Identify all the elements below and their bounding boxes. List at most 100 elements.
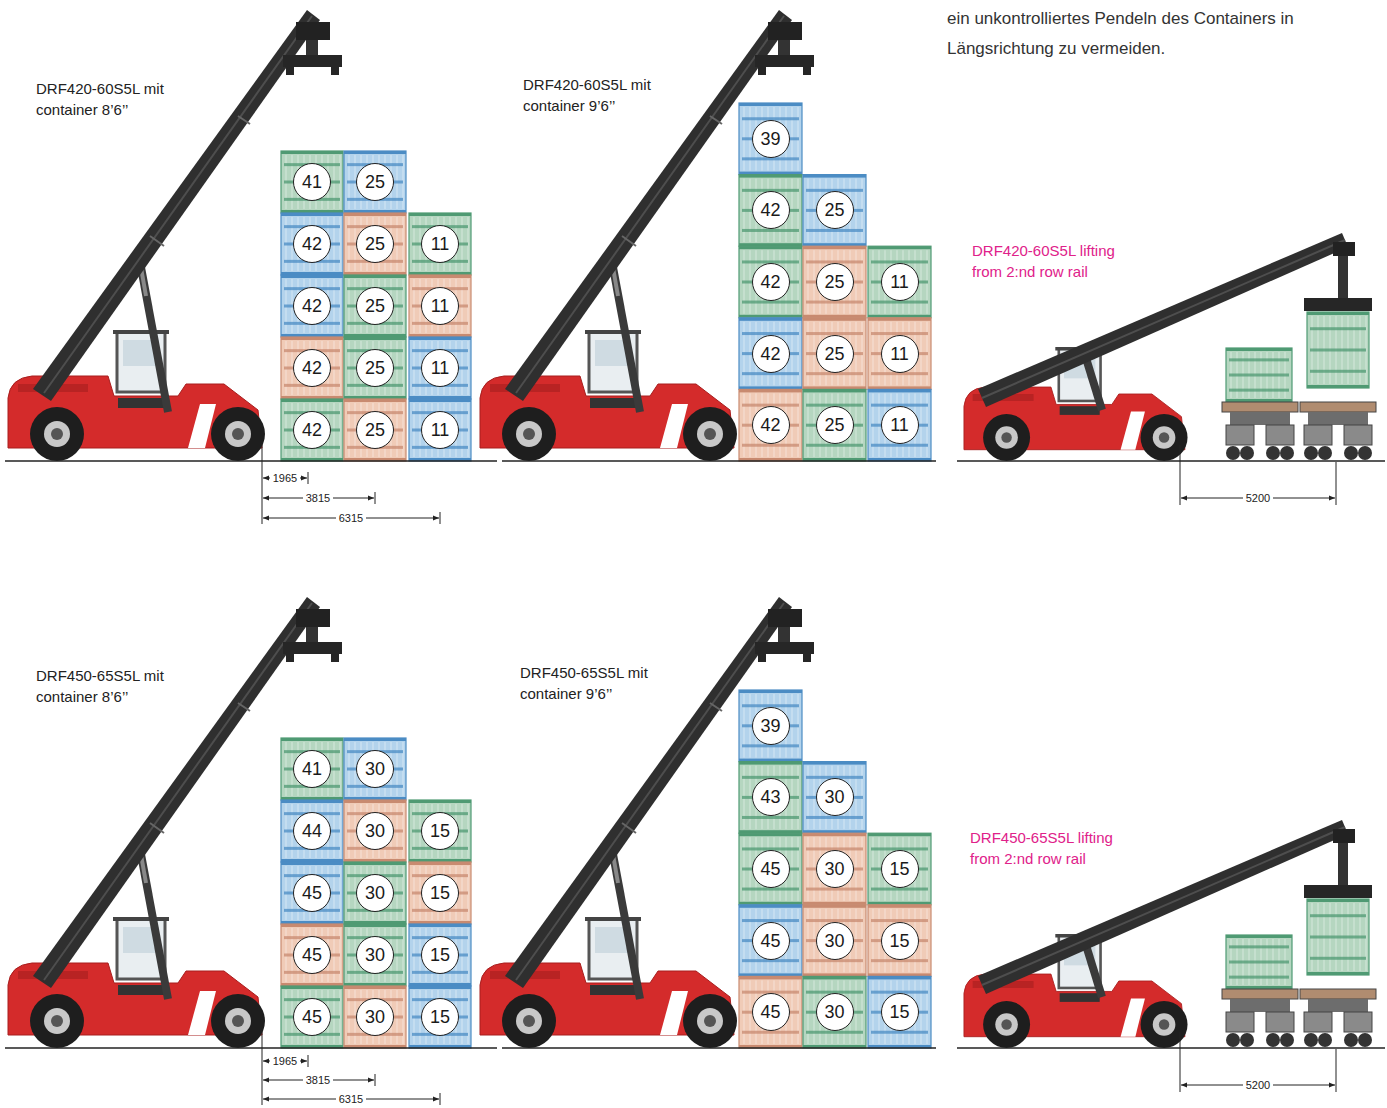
capacity-circle: 30 bbox=[356, 874, 394, 912]
container-rail bbox=[409, 399, 471, 402]
container-body bbox=[344, 986, 406, 1048]
capacity-value: 11 bbox=[431, 420, 450, 440]
capacity-value: 30 bbox=[824, 1002, 844, 1022]
container-body bbox=[803, 762, 866, 834]
shipping-container bbox=[409, 337, 471, 399]
dimension-value: 3815 bbox=[303, 492, 333, 505]
shipping-container bbox=[1226, 935, 1292, 989]
container-stripe bbox=[1310, 914, 1366, 917]
capacity-value: 41 bbox=[302, 759, 322, 779]
container-body bbox=[803, 175, 866, 247]
shipping-container bbox=[868, 833, 931, 905]
capacity-circle: 42 bbox=[293, 225, 331, 263]
container-rail bbox=[739, 389, 802, 392]
shipping-container bbox=[409, 275, 471, 337]
shipping-container bbox=[409, 800, 471, 862]
container-rail bbox=[739, 976, 802, 979]
shipping-container bbox=[739, 905, 802, 977]
capacity-circle: 11 bbox=[881, 406, 919, 444]
container-rail bbox=[281, 924, 343, 927]
shipping-container bbox=[281, 924, 343, 986]
capacity-value: 30 bbox=[365, 945, 385, 965]
container-stripe bbox=[871, 444, 928, 447]
capacity-value: 25 bbox=[824, 272, 844, 292]
ground-line bbox=[957, 1047, 1385, 1049]
container-rail bbox=[1307, 972, 1369, 975]
container-stripe bbox=[742, 157, 799, 160]
container-body bbox=[739, 175, 802, 247]
shipping-container bbox=[739, 690, 802, 762]
capacity-value: 11 bbox=[890, 344, 909, 364]
model-caption: DRF450-65S5L mit container 8’6’’ bbox=[36, 665, 201, 707]
capacity-value: 45 bbox=[760, 859, 780, 879]
capacity-value: 30 bbox=[824, 787, 844, 807]
container-body bbox=[739, 833, 802, 905]
container-body bbox=[281, 738, 343, 800]
container-rail bbox=[281, 986, 343, 989]
shipping-container bbox=[281, 738, 343, 800]
capacity-value: 45 bbox=[302, 1007, 322, 1027]
capacity-value: 15 bbox=[889, 859, 909, 879]
container-stripe bbox=[1229, 358, 1289, 361]
dimension-value: 3815 bbox=[303, 1074, 333, 1087]
capacity-circle: 42 bbox=[293, 411, 331, 449]
container-body bbox=[868, 389, 931, 461]
shipping-container bbox=[281, 275, 343, 337]
shipping-container bbox=[739, 833, 802, 905]
container-body bbox=[281, 862, 343, 924]
capacity-value: 25 bbox=[824, 344, 844, 364]
capacity-circle: 42 bbox=[752, 335, 790, 373]
capacity-circle: 15 bbox=[881, 850, 919, 888]
capacity-value: 42 bbox=[760, 200, 780, 220]
extension-line bbox=[375, 1074, 376, 1086]
capacity-circle: 25 bbox=[356, 349, 394, 387]
reach-stacker-lowered bbox=[964, 820, 1376, 1048]
capacity-value: 30 bbox=[824, 931, 844, 951]
capacity-value: 30 bbox=[365, 1007, 385, 1027]
shipping-container bbox=[281, 213, 343, 275]
capacity-value: 42 bbox=[760, 344, 780, 364]
container-body bbox=[868, 976, 931, 1048]
container-stripe bbox=[1310, 327, 1366, 330]
dimension-value: 5200 bbox=[1243, 492, 1273, 505]
container-rail bbox=[344, 738, 406, 741]
container-rail bbox=[344, 862, 406, 865]
shipping-container bbox=[409, 399, 471, 461]
capacity-value: 25 bbox=[824, 415, 844, 435]
reach-stacker bbox=[8, 597, 342, 1048]
container-body bbox=[344, 800, 406, 862]
capacity-circle: 42 bbox=[752, 406, 790, 444]
shipping-container bbox=[868, 905, 931, 977]
shipping-container bbox=[739, 976, 802, 1048]
capacity-value: 39 bbox=[760, 129, 780, 149]
container-body bbox=[739, 318, 802, 390]
container-body bbox=[803, 389, 866, 461]
shipping-container bbox=[803, 175, 866, 247]
container-body bbox=[739, 389, 802, 461]
shipping-container bbox=[344, 275, 406, 337]
extension-line bbox=[375, 492, 376, 504]
extension-line bbox=[1180, 1032, 1181, 1092]
container-body bbox=[409, 800, 471, 862]
container-rail bbox=[803, 389, 866, 392]
capacity-circle: 45 bbox=[752, 922, 790, 960]
capacity-circle: 15 bbox=[881, 993, 919, 1031]
container-rail bbox=[739, 318, 802, 321]
shipping-container bbox=[409, 924, 471, 986]
container-rail bbox=[739, 690, 802, 693]
container-rail bbox=[344, 800, 406, 803]
container-body bbox=[281, 275, 343, 337]
container-body bbox=[281, 151, 343, 213]
container-body bbox=[281, 399, 343, 461]
container-stripe bbox=[871, 959, 928, 962]
container-rail bbox=[739, 833, 802, 836]
capacity-circle: 11 bbox=[421, 349, 459, 387]
container-body bbox=[1226, 348, 1292, 402]
dimension-value: 5200 bbox=[1243, 1079, 1273, 1092]
capacity-circle: 42 bbox=[752, 263, 790, 301]
extension-line bbox=[262, 445, 263, 524]
container-rail bbox=[868, 976, 931, 979]
container-body bbox=[344, 213, 406, 275]
